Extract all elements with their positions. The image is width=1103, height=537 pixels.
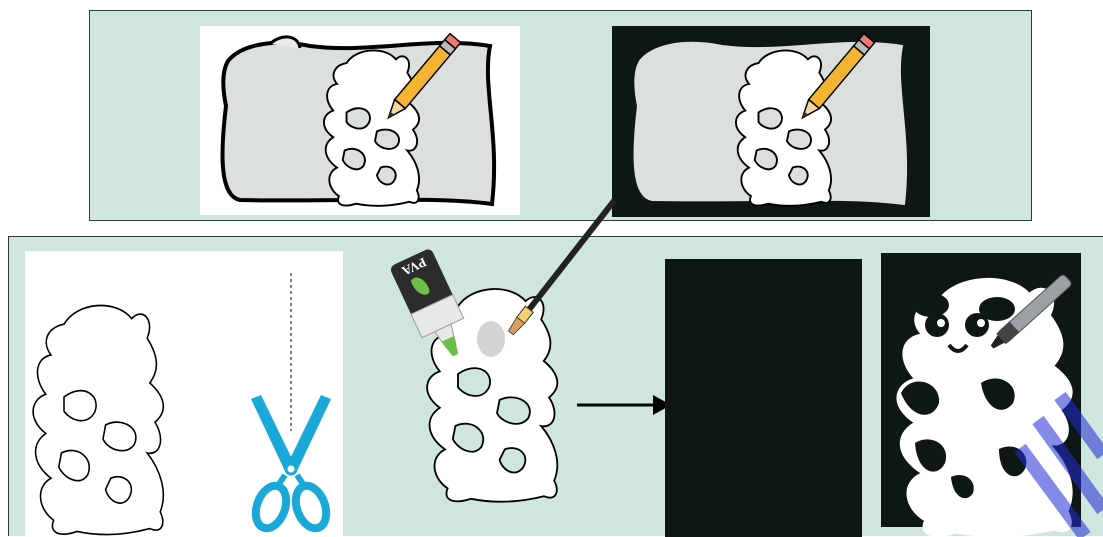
arrow-right-icon xyxy=(575,392,675,422)
black-card xyxy=(665,259,862,537)
traced-paper-on-black-illustration xyxy=(612,26,930,217)
top-panel xyxy=(89,10,1032,221)
glue-blob xyxy=(477,321,505,357)
ghost-shape xyxy=(324,50,419,205)
bottom-panel: PVA xyxy=(8,236,1103,536)
traced-paper-illustration xyxy=(200,26,520,215)
scissors-icon xyxy=(250,395,331,532)
cutting-illustration xyxy=(25,251,343,537)
tracing-card-white xyxy=(200,26,520,215)
glue-step-illustration: PVA xyxy=(379,237,639,537)
cutting-card xyxy=(25,251,343,537)
panda-card xyxy=(881,253,1081,527)
ghost-outline xyxy=(33,305,163,534)
ghost-shape xyxy=(736,50,831,205)
tracing-card-black xyxy=(612,26,930,217)
panda-illustration xyxy=(881,253,1081,527)
